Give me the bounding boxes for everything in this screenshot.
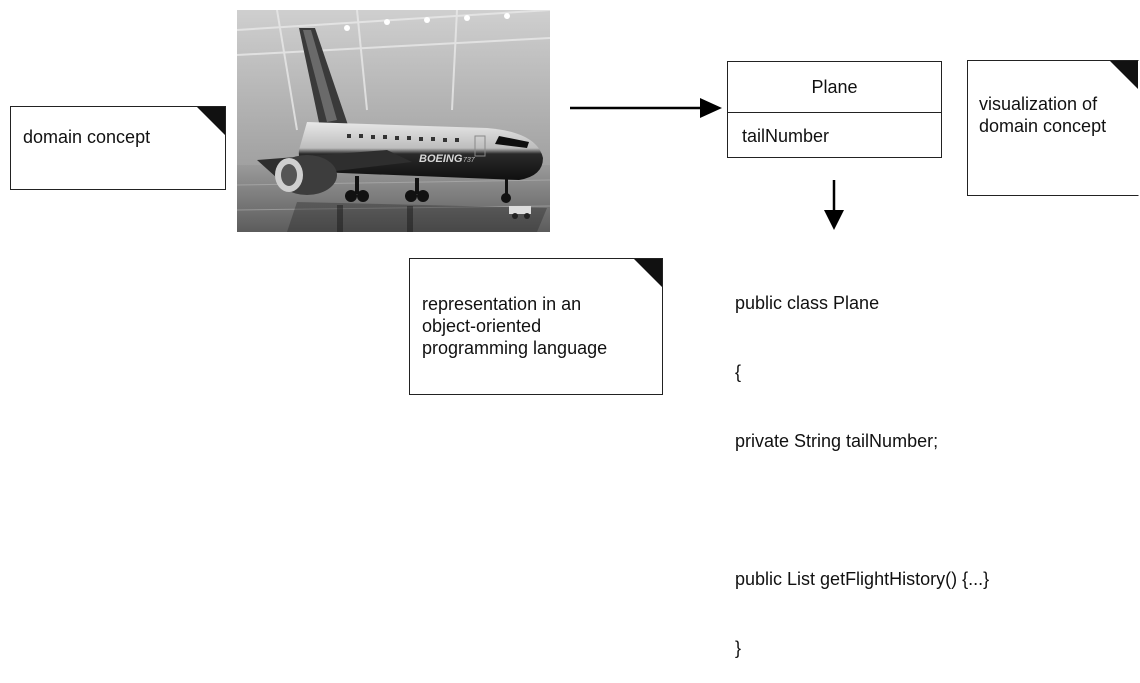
connector-arrows (570, 98, 844, 230)
model-number-text: 737 (463, 157, 476, 164)
uml-class-attribute: tailNumber (742, 126, 830, 146)
code-line: } (735, 638, 742, 658)
code-line: public class Plane (735, 293, 880, 313)
note-representation-text: representation in an object-oriented pro… (422, 294, 608, 358)
note-fold-corner (197, 107, 225, 135)
note-representation: representation in an object-oriented pro… (409, 258, 663, 395)
code-line (735, 499, 989, 522)
arrow-down (824, 180, 844, 230)
uml-class-plane: Plane tailNumber (727, 61, 942, 158)
boeing-logo-text: BOEING (419, 153, 463, 165)
note-domain-concept: domain concept (10, 106, 226, 190)
code-line: public List getFlightHistory() {...} (735, 569, 990, 589)
note-visualization-text: visualization of domain concept (979, 94, 1107, 136)
note-fold-corner (634, 259, 662, 287)
arrow-right (570, 98, 722, 118)
code-line: { (735, 362, 742, 382)
code-line: private String tailNumber; (735, 431, 939, 451)
uml-class-name: Plane (728, 62, 941, 113)
note-visualization: visualization of domain concept (967, 60, 1139, 196)
code-snippet: public class Plane { private String tail… (735, 246, 989, 683)
note-domain-concept-text: domain concept (23, 127, 151, 147)
airplane-photo: BOEING 737 (237, 10, 550, 232)
note-fold-corner (1110, 61, 1138, 89)
